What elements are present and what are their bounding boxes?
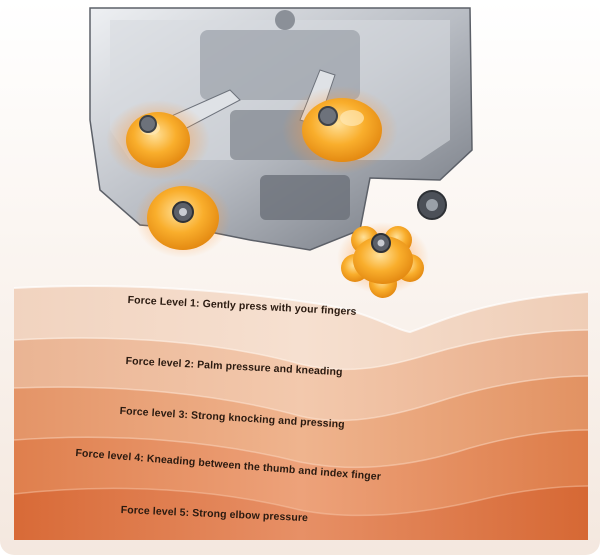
roller-bottom-left [147, 186, 219, 250]
massage-mechanism [89, 7, 473, 298]
roller-bottom-right [337, 222, 429, 298]
tissue-layer-1 [14, 285, 588, 370]
roller-top-right [302, 98, 382, 162]
roller-top-left [126, 112, 190, 168]
